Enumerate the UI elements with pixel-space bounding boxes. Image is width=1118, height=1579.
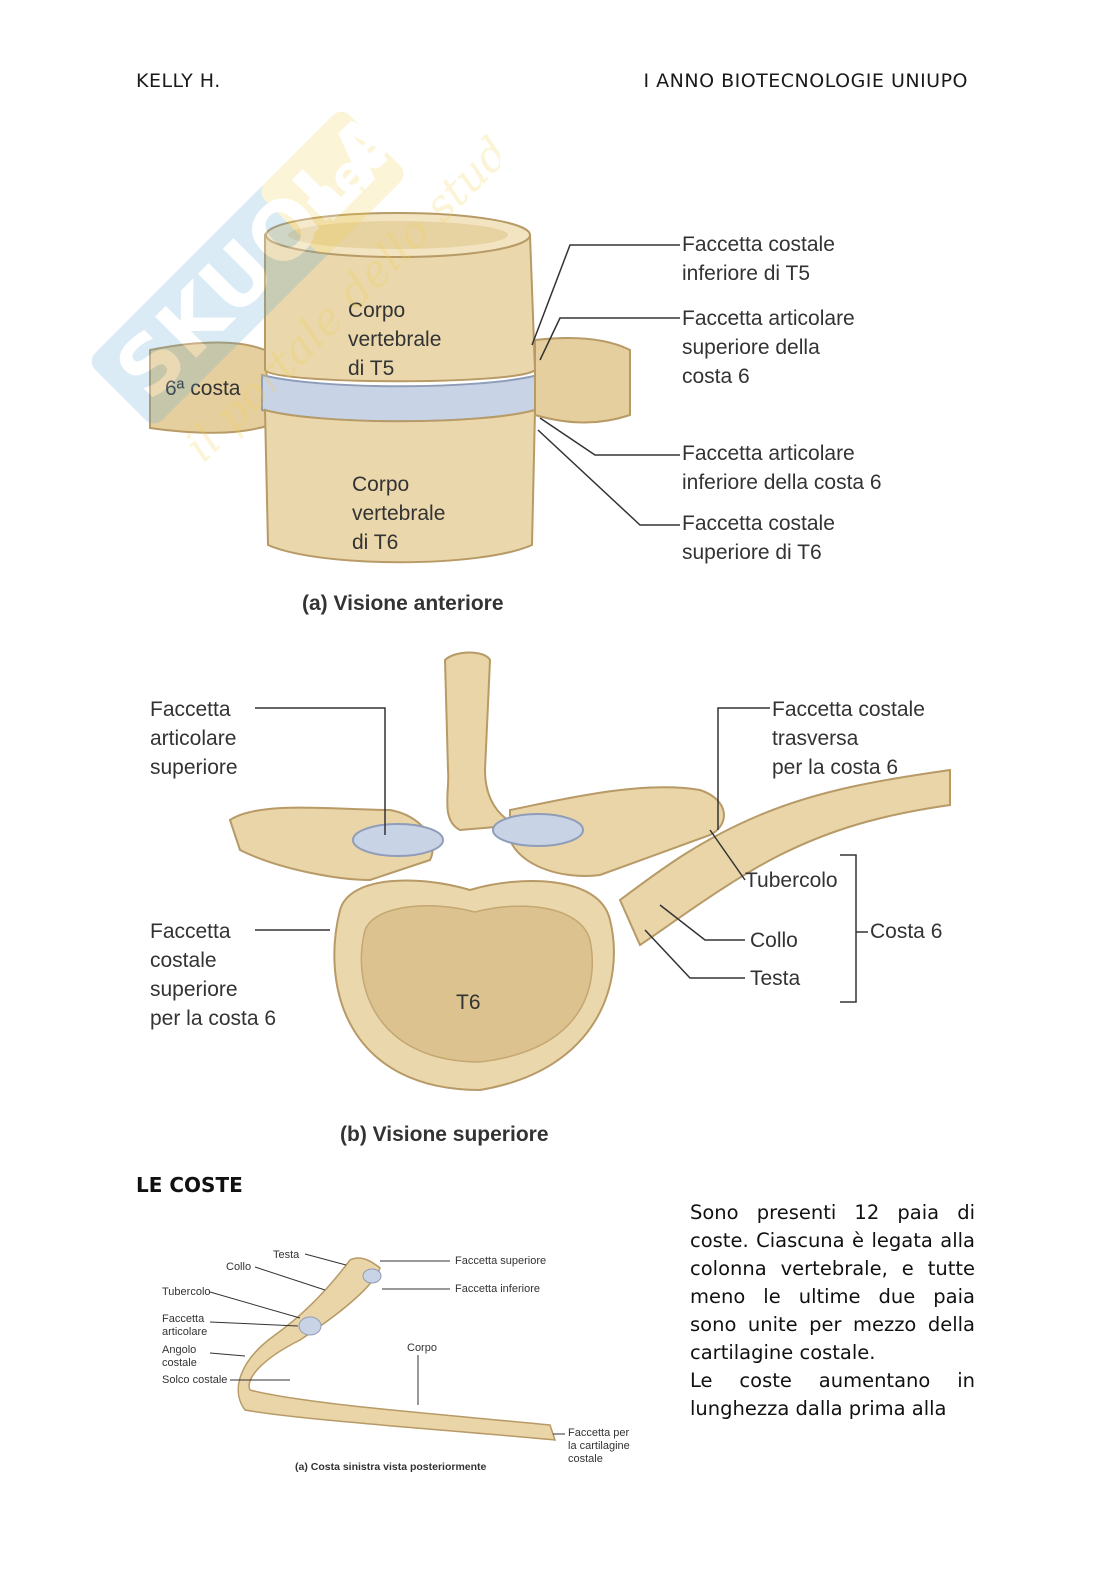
paragraph-1: Sono presenti 12 paia di coste. Ciascuna… <box>690 1201 975 1364</box>
label-sup-costal-t6: Faccetta costale superiore di T6 <box>682 512 835 564</box>
right-rib-shape <box>534 337 631 424</box>
label-neck: Collo <box>750 929 798 952</box>
rib-c-shape <box>237 1257 557 1441</box>
figure-b-illustration <box>228 651 951 1092</box>
caption-figure-c: (a) Costa sinistra vista posteriormente <box>295 1461 487 1473</box>
label-rib: 6ª costa <box>165 377 241 400</box>
label-sup-articular-rib6: Faccetta articolare superiore della cost… <box>682 307 855 388</box>
label-inf-costal-t5: Faccetta costale inferiore di T5 <box>682 233 835 285</box>
paragraph-2: Le coste aumentano in lunghezza dalla pr… <box>690 1369 975 1420</box>
figure-c-illustration <box>209 1253 565 1441</box>
figure-a-illustration <box>149 212 680 564</box>
caption-figure-a: (a) Visione anteriore <box>302 592 504 615</box>
label-sup-articular: Faccetta articolare superiore <box>150 698 238 779</box>
label-sup-costal-rib6: Faccetta costale superiore per la costa … <box>150 920 277 1030</box>
label-c-angolo-costale: Angolo costale <box>162 1344 197 1369</box>
label-c-corpo: Corpo <box>407 1342 437 1354</box>
caption-figure-b: (b) Visione superiore <box>340 1123 549 1146</box>
right-articular-facet-shape <box>492 813 584 847</box>
label-transverse-costal: Faccetta costale trasversa per la costa … <box>772 698 925 779</box>
right-transverse-process-shape <box>509 786 725 877</box>
t6-body-shape <box>263 408 537 564</box>
label-t6: T6 <box>456 991 481 1014</box>
label-rib6: Costa 6 <box>870 920 943 943</box>
label-c-faccetta-superiore: Faccetta superiore <box>455 1255 547 1267</box>
label-c-collo: Collo <box>226 1261 252 1273</box>
label-body-t5: Corpo vertebrale di T5 <box>348 299 442 380</box>
label-c-solco-costale: Solco costale <box>162 1374 228 1386</box>
left-articular-facet-shape <box>352 823 444 857</box>
label-inf-articular-rib6: Faccetta articolare inferiore della cost… <box>682 442 882 494</box>
label-c-faccetta-inferiore: Faccetta inferiore <box>455 1283 540 1295</box>
header-course: I ANNO BIOTECNOLOGIE UNIUPO <box>643 70 968 92</box>
label-body-t6: Corpo vertebrale di T6 <box>352 473 446 554</box>
label-c-testa: Testa <box>273 1249 300 1261</box>
label-c-tubercolo: Tubercolo <box>162 1286 211 1298</box>
body-paragraph: Sono presenti 12 paia di coste. Ciascuna… <box>690 1199 975 1423</box>
spinous-process-shape <box>443 651 521 832</box>
label-tubercle: Tubercolo <box>745 869 838 892</box>
label-head: Testa <box>750 967 801 990</box>
label-c-faccetta-cartilagine: Faccetta per la cartilagine costale <box>568 1427 630 1465</box>
rib-6-superior-shape <box>618 768 951 947</box>
section-title: LE COSTE <box>136 1173 243 1197</box>
header-author: KELLY H. <box>136 70 221 92</box>
label-c-faccetta-articolare: Faccetta articolare <box>162 1313 208 1338</box>
